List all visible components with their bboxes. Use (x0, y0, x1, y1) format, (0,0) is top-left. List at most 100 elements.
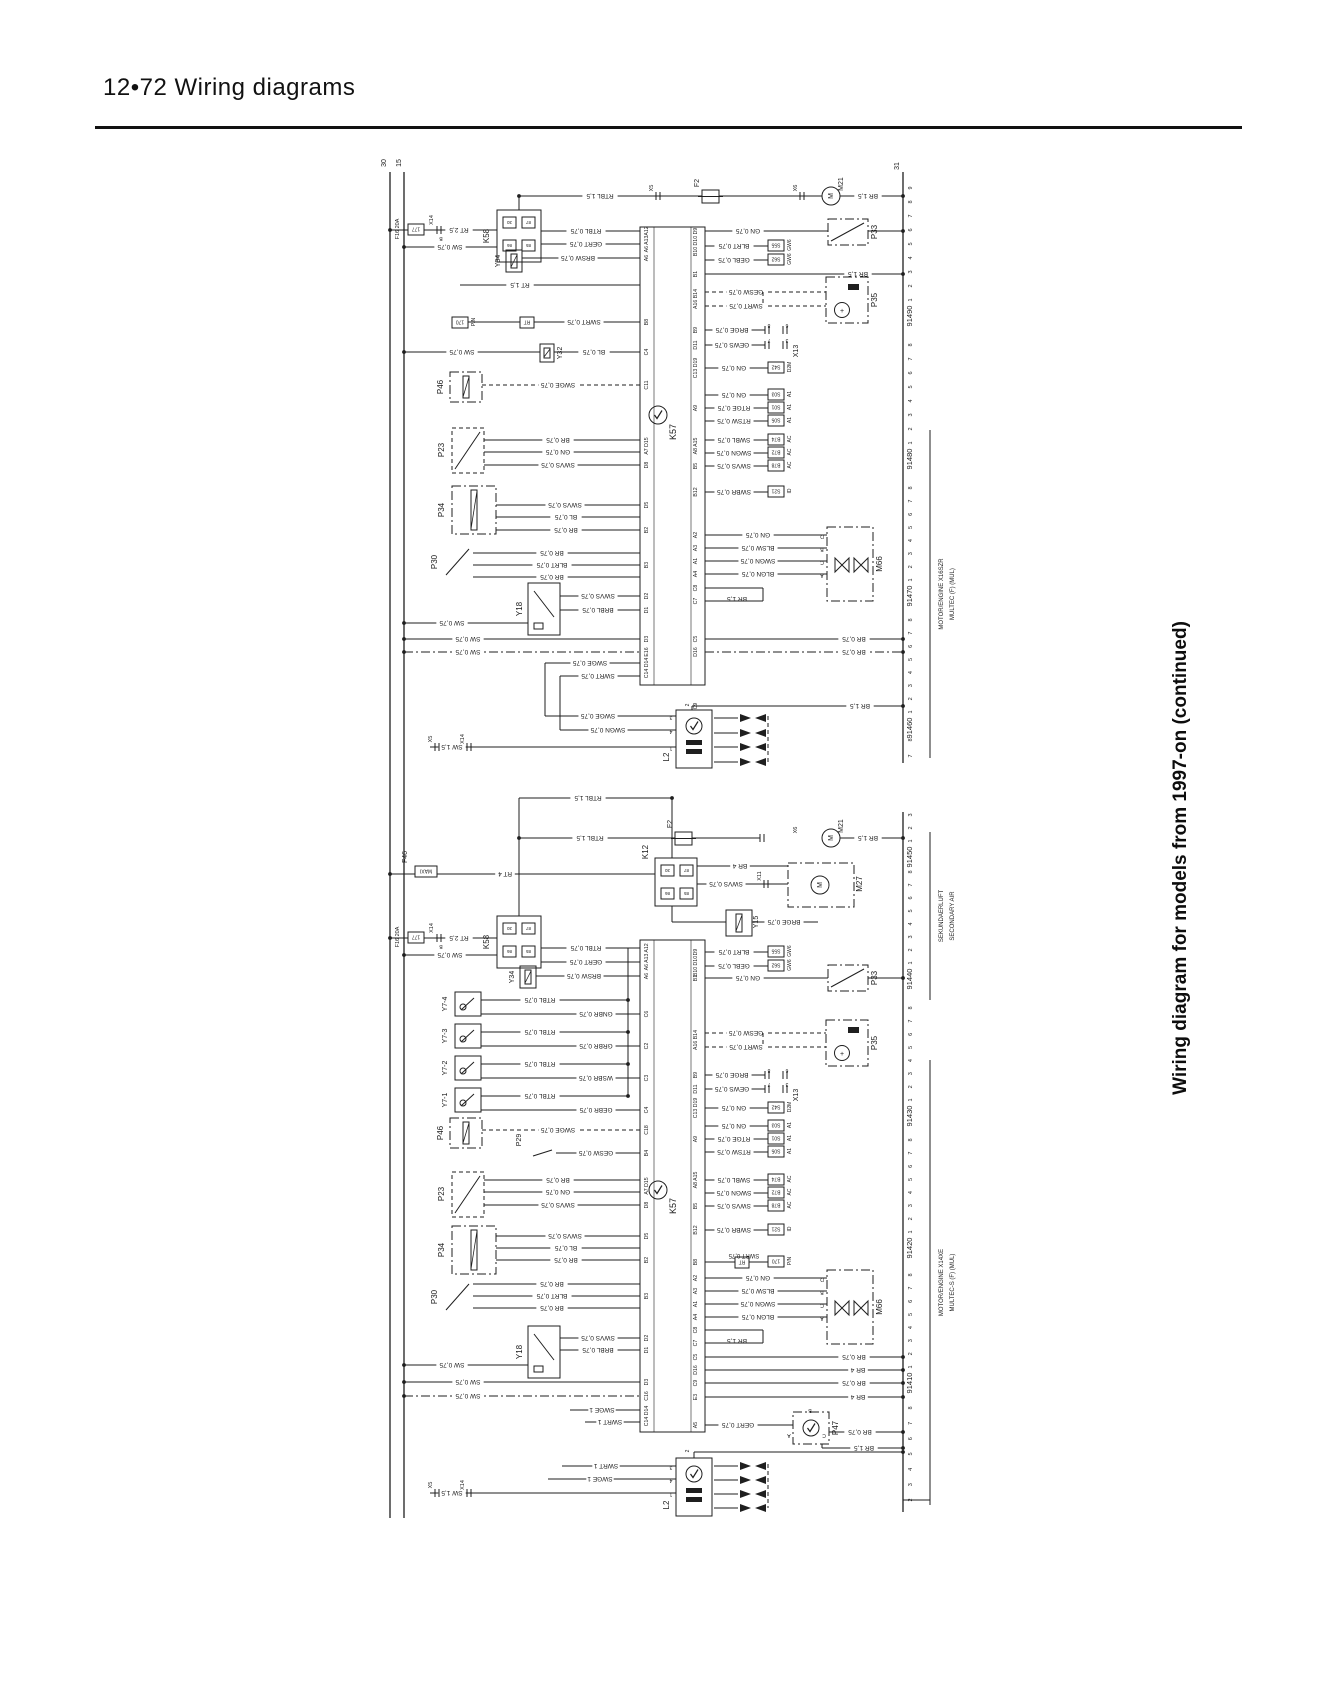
component-label: 3 (669, 714, 672, 720)
rail-tick-number: 6 (908, 1165, 914, 1168)
wire-label: BRGE 0,75 (715, 326, 748, 333)
rail-tick-number: 1 (908, 839, 914, 842)
valve-icon (834, 1299, 850, 1317)
wire-label-bg (578, 671, 618, 681)
ground-code-sub: GW6 (787, 253, 793, 265)
wire-label: SWRT 1 (597, 1418, 622, 1425)
wire-label: BR 4 (850, 1366, 865, 1373)
ground-code-box (767, 433, 785, 446)
valve-icon (834, 556, 850, 574)
component-box (827, 964, 869, 992)
rail-tick-number: 7 (908, 357, 914, 360)
arrow-right-icon (740, 714, 751, 722)
relay-pin-label: 87 (526, 220, 532, 225)
wire-label-bg (576, 1009, 616, 1019)
ground-code-label: S03 (771, 1122, 780, 1128)
pump-icon (834, 1045, 850, 1061)
ecu-pin-label: A1 (693, 558, 699, 564)
rail-tick-number: 8 (908, 200, 914, 203)
wire-label-bg (436, 618, 468, 628)
junction-dot (901, 704, 905, 708)
track-id: 91460 (905, 718, 914, 739)
check-mark-icon (654, 1185, 663, 1195)
ecu-pin-label: B5 (693, 1203, 699, 1209)
wire-label-bg (538, 380, 578, 390)
ground-code-sub: AC (787, 461, 793, 468)
check-mark-icon (807, 1423, 816, 1433)
component-label: P35 (870, 1035, 879, 1050)
rail-tick-number: 8 (908, 1138, 914, 1141)
wire-label-bg (576, 1148, 616, 1158)
ecu-pin-label: A6 A13 (644, 954, 650, 971)
ground-code-box (767, 1101, 785, 1114)
junction-dot (901, 1446, 905, 1450)
wire-label: WSBR 0,75 (579, 1074, 613, 1081)
wire-label-bg (542, 1175, 574, 1185)
rail-tick-number: 5 (908, 1178, 914, 1181)
ground-code-sub: A1 (787, 1148, 793, 1154)
component-box (725, 909, 753, 937)
wire-label: SW 0,75 (455, 1392, 480, 1399)
wire-label-bg (714, 1188, 754, 1198)
track-id: 91440 (905, 969, 914, 990)
junction-dot (626, 1094, 630, 1098)
component-label: P23 (437, 1186, 446, 1201)
ground-code-sub: AC (787, 435, 793, 442)
rail-tick-number: 8 (908, 343, 914, 346)
ecu-pin-label: C16 (644, 1391, 650, 1401)
ground-code-box (407, 931, 425, 944)
wire-label: BR 0,75 (848, 1428, 872, 1435)
wire-label: SWGE 0,75 (572, 659, 607, 666)
wire-label: BRBL 0,75 (582, 1346, 614, 1353)
coil-icon (470, 1229, 478, 1271)
wire-label-bg (732, 226, 764, 236)
wire-label: BLRT 0,75 (536, 1292, 567, 1299)
wire-label: BR 0,75 (842, 648, 866, 655)
ecu-pin-label: C11 (644, 380, 650, 389)
wire-label-bg (445, 933, 473, 943)
junction-dot (901, 976, 905, 980)
ecu-pin-label: A9 (693, 1136, 699, 1142)
wire-label: BR 4 (732, 862, 747, 869)
check-mark-icon (690, 1469, 699, 1479)
ecu-pin-label: D5 (644, 1233, 650, 1240)
wire-label-bg (576, 1105, 616, 1115)
ecu-pin-label: C6 (644, 1011, 650, 1018)
wire-label-bg (838, 647, 870, 657)
wire-label: SWGN 0,75 (716, 1189, 751, 1196)
ecu-pin-label: C4 (644, 349, 650, 356)
clock-icon (685, 1465, 703, 1483)
rail-tick-number: 2 (908, 697, 914, 700)
rail-tick-number: 3 (908, 1483, 914, 1486)
wire-label: SW 0,75 (437, 951, 462, 958)
rail-tick-number: 6 (908, 371, 914, 374)
component-label: Y34 (509, 971, 516, 984)
wire-label-bg (542, 1187, 574, 1197)
page-header-title: 12•72 Wiring diagrams (103, 74, 356, 101)
ecu-pin-label: A5 (693, 1422, 699, 1428)
wire-label: GERT 0,75 (569, 240, 602, 247)
component-label: P29 (516, 1134, 523, 1147)
ecu-pin-label: C4 (644, 1107, 650, 1114)
track-id: 91480 (905, 449, 914, 470)
wire-label-bg (538, 460, 578, 470)
ground-code-label: S62 (771, 962, 780, 968)
component-label: 2 (685, 703, 691, 706)
rail-tick-number: 3 (908, 813, 914, 816)
wire-label: GN 0,75 (722, 391, 747, 398)
rail-tick-number: 8 (908, 486, 914, 489)
wire-label-bg (550, 1243, 582, 1253)
wire-label-bg (452, 647, 484, 657)
rail-tick-number: 6 (908, 513, 914, 516)
component-box (826, 526, 874, 602)
wire-label-bg (452, 1391, 484, 1401)
track-id: 91450 (905, 847, 914, 868)
ground-code-sub: A1 (787, 404, 793, 410)
wire-label: RTSW 0,75 (717, 1148, 751, 1155)
ground-code-sub: P/N (471, 317, 477, 326)
wire-label: BR 0,75 (546, 1176, 570, 1183)
wire-label: GERT 0,75 (721, 1421, 754, 1428)
rail-tick-number: 4 (908, 256, 914, 259)
wire-label: BLRT 0,75 (718, 242, 749, 249)
wire-label: GERT 0,75 (569, 958, 602, 965)
